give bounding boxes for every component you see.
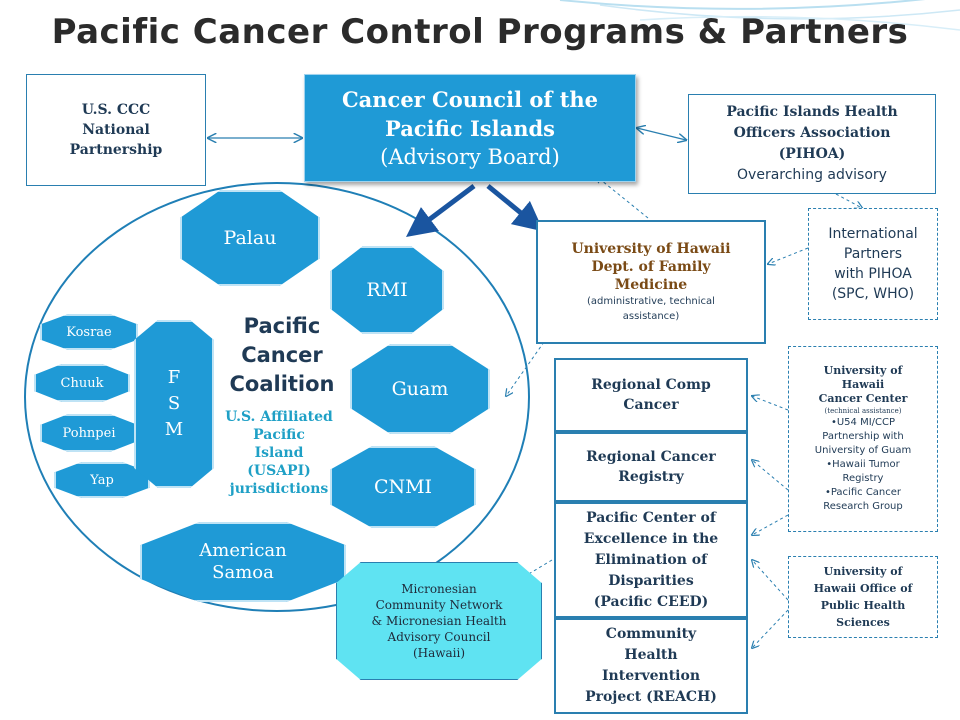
page-title: Pacific Cancer Control Programs & Partne… [51,12,909,52]
american-samoa-node: American Samoa [140,522,346,602]
cnmi-node: CNMI [330,446,476,528]
reach-box: Community Health Intervention Project (R… [554,618,748,714]
regional-comp-cancer-box: Regional Comp Cancer [554,358,748,432]
pohnpei-node: Pohnpei [40,414,138,452]
coalition-label: Pacific Cancer Coalition [229,314,335,396]
rmi-node: RMI [330,246,444,334]
international-partners-box: International Partners with PIHOA (SPC, … [808,208,938,320]
uh-family-medicine-box: University of Hawaii Dept. of Family Med… [536,220,766,344]
pacific-ceed-box: Pacific Center of Excellence in the Elim… [554,502,748,618]
guam-node: Guam [350,344,490,434]
pihoa-box: Pacific Islands Health Officers Associat… [688,94,936,194]
cancer-council-box: Cancer Council of the Pacific Islands (A… [304,74,636,182]
fsm-node: F S M [134,320,214,488]
us-ccc-box: U.S. CCC National Partnership [26,74,206,186]
micronesian-network-node: Micronesian Community Network & Micrones… [336,562,542,680]
palau-node: Palau [180,190,320,286]
coalition-sublabel: U.S. Affiliated Pacific Island (USAPI) j… [225,409,333,497]
yap-node: Yap [54,462,150,498]
kosrae-node: Kosrae [40,314,138,350]
regional-cancer-registry-box: Regional Cancer Registry [554,432,748,502]
chuuk-node: Chuuk [34,364,130,402]
uh-cancer-center-box: University of Hawaii Cancer Center (tech… [788,346,938,532]
coalition-circle [24,182,530,612]
uh-public-health-box: University of Hawaii Office of Public He… [788,556,938,638]
